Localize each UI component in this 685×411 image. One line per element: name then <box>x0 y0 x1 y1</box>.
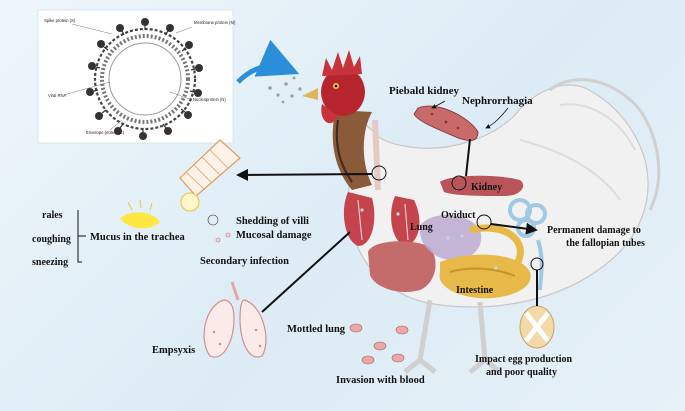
poor-quality-label: and poor quality <box>486 367 557 378</box>
fallopian-tubes-label: the fallopian tubes <box>566 238 645 249</box>
damaged-cells <box>207 214 231 243</box>
lungs <box>343 192 420 246</box>
kidney-connector <box>465 138 471 177</box>
symptom-bracket <box>77 210 86 263</box>
coughing-label: coughing <box>32 234 71 245</box>
liver <box>368 241 436 293</box>
egg-production-label: Impact egg production <box>475 354 572 365</box>
kidney-label: Kidney <box>471 182 502 193</box>
trachea-connector <box>236 168 373 181</box>
mucosal-damage-label: Mucosal damage <box>236 230 312 241</box>
viral-rna-label: Viral RNA <box>48 93 67 98</box>
mucus-trachea-label: Mucus in the trachea <box>90 232 186 243</box>
sneezing-label: sneezing <box>32 257 68 268</box>
invasion-blood-label: Invasion with blood <box>336 375 425 386</box>
beak <box>302 88 318 100</box>
permanent-damage-label: Permanent damage to <box>547 225 641 236</box>
membrane-protein-label: Membrane protein (M) <box>194 20 236 25</box>
rales-label: rales <box>42 210 63 221</box>
empsyxis-label: Empsyxis <box>152 345 195 356</box>
mottled-lungs-inset <box>203 281 267 358</box>
oviduct-label: Oviduct <box>441 210 476 221</box>
oviduct-connector <box>490 222 538 235</box>
virions-in-body <box>360 176 498 270</box>
shedding-villi-label: Shedding of villi <box>236 216 309 227</box>
egg-icon <box>519 305 555 349</box>
coronavirus-particle <box>86 18 203 140</box>
envelope-protein-label: Envelope protein (E) <box>86 130 125 135</box>
virus-particles-airborne <box>268 76 302 104</box>
nucleoprotein-label: Nucleoprotein (N) <box>193 97 226 102</box>
stomach <box>419 215 482 261</box>
comb <box>322 50 362 76</box>
blood-cells <box>349 323 409 365</box>
intestine-label: Intestine <box>456 285 494 296</box>
spike-protein-label: Spike protein (S) <box>44 18 76 23</box>
intestine-organ <box>439 254 531 299</box>
mottled-lung-label: Mottled lung <box>287 324 346 335</box>
kidney-organ <box>440 175 524 196</box>
kidney-inset <box>413 105 479 141</box>
secondary-infection-label: Secondary infection <box>200 256 289 267</box>
trachea-inset <box>120 139 241 229</box>
lung-connector <box>261 231 351 313</box>
virus-panel: Spike protein (S) Membrane protein (M) V… <box>37 9 236 144</box>
organs <box>343 119 547 299</box>
lung-label: Lung <box>410 222 433 233</box>
trachea <box>372 119 381 191</box>
transmission-arrow <box>236 39 300 84</box>
nephrorrhagia-label: Nephrorrhagia <box>462 95 533 107</box>
chicken-head <box>321 68 365 116</box>
piebald-kidney-label: Piebald kidney <box>389 85 459 97</box>
wattle <box>321 104 338 124</box>
